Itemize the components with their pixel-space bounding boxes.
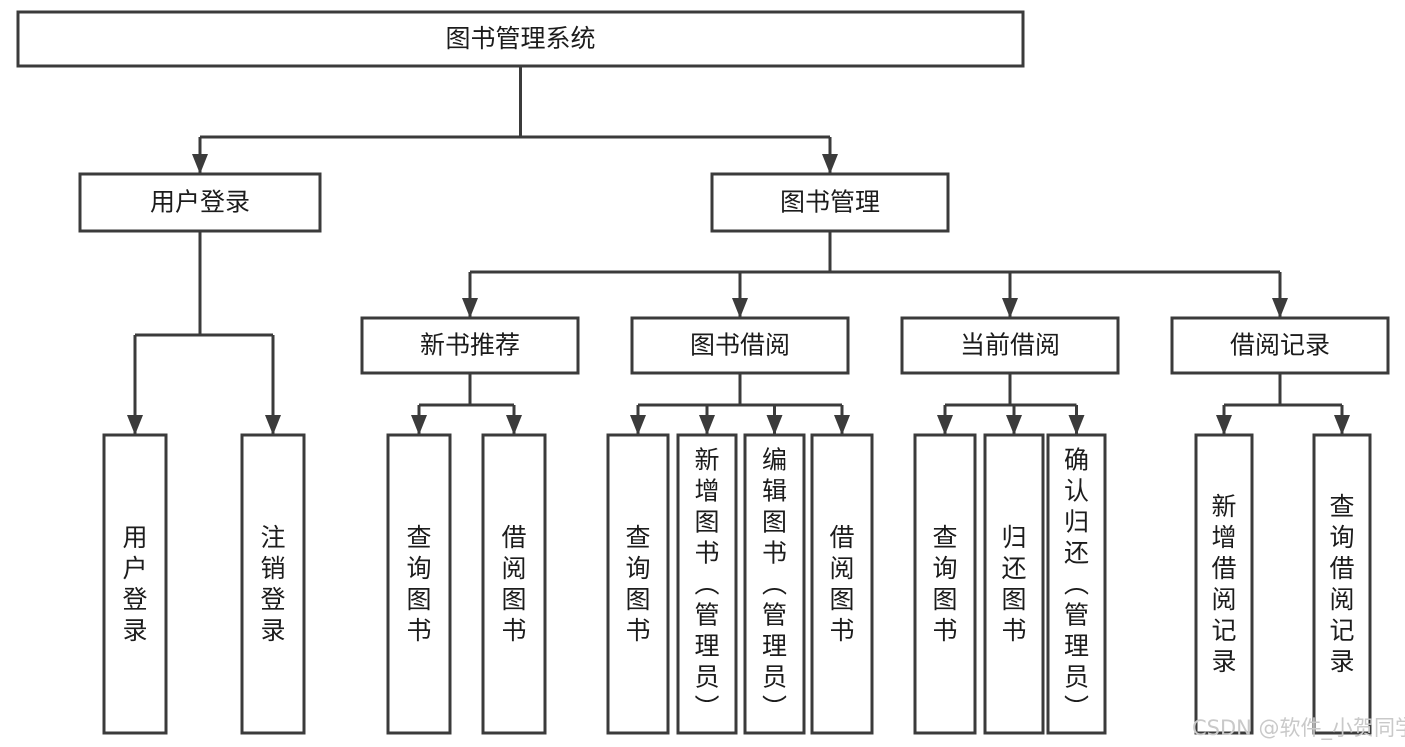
node-leaf-user-login-label: 用户登录 — [122, 523, 147, 645]
node-leaf-query-book-recommend-label: 查询图书 — [406, 523, 431, 645]
node-leaf-logout-label: 注销登录 — [260, 523, 285, 645]
csdn-watermark: CSDN @软件_小贺同学 — [1192, 716, 1405, 741]
node-leaf-confirm-return-admin-label: 确认归还︵管理员︶ — [1064, 446, 1089, 723]
node-leaf-edit-book-admin[interactable]: 编辑图书︵管理员︶ — [743, 433, 806, 735]
node-leaf-query-book-borrow-label: 查询图书 — [625, 523, 650, 645]
node-borrow-record-label: 借阅记录 — [1230, 331, 1330, 360]
root-bus-arrow-1 — [822, 154, 838, 174]
node-leaf-borrow-book-recommend-box[interactable] — [481, 433, 547, 735]
node-leaf-logout[interactable]: 注销登录 — [240, 433, 306, 735]
node-leaf-confirm-return-admin[interactable]: 确认归还︵管理员︶ — [1046, 433, 1107, 735]
new-book-recommend-bus-arrow-0 — [411, 415, 427, 435]
node-book-borrow-label: 图书借阅 — [690, 331, 790, 360]
node-leaf-return-book[interactable]: 归还图书 — [983, 433, 1045, 735]
node-leaf-return-book-box[interactable] — [983, 433, 1045, 735]
node-leaf-query-book-current[interactable]: 查询图书 — [913, 433, 977, 735]
node-leaf-query-book-borrow[interactable]: 查询图书 — [606, 433, 670, 735]
node-leaf-user-login[interactable]: 用户登录 — [102, 433, 168, 735]
node-layer: 图书管理系统用户登录图书管理新书推荐图书借阅当前借阅借阅记录用户登录注销登录查询… — [16, 10, 1390, 735]
node-leaf-query-book-current-box[interactable] — [913, 433, 977, 735]
node-book-management-label: 图书管理 — [780, 188, 880, 217]
node-new-book-recommend-label: 新书推荐 — [420, 331, 520, 360]
book-borrow-bus-arrow-2 — [766, 415, 783, 435]
node-leaf-borrow-book-recommend[interactable]: 借阅图书 — [481, 433, 547, 735]
node-user-login[interactable]: 用户登录 — [78, 172, 322, 233]
current-borrow-bus-arrow-1 — [1006, 415, 1022, 435]
node-leaf-query-book-borrow-box[interactable] — [606, 433, 670, 735]
node-borrow-record[interactable]: 借阅记录 — [1170, 316, 1390, 375]
node-leaf-edit-book-admin-box[interactable] — [743, 433, 806, 735]
node-leaf-borrow-book-recommend-label: 借阅图书 — [501, 523, 526, 645]
node-user-login-label: 用户登录 — [150, 188, 250, 217]
book-management-bus-arrow-1 — [732, 298, 748, 318]
user-login-bus-arrow-0 — [127, 415, 143, 435]
node-leaf-query-borrow-record[interactable]: 查询借阅记录 — [1312, 433, 1372, 735]
node-leaf-return-book-label: 归还图书 — [1001, 523, 1026, 645]
node-root-box[interactable] — [16, 10, 1025, 68]
current-borrow-bus-arrow-2 — [1068, 415, 1085, 435]
borrow-record-bus-arrow-1 — [1334, 415, 1350, 435]
node-current-borrow[interactable]: 当前借阅 — [900, 316, 1120, 375]
node-leaf-borrow-book[interactable]: 借阅图书 — [810, 433, 874, 735]
node-leaf-add-borrow-record[interactable]: 新增借阅记录 — [1194, 433, 1254, 735]
book-management-bus-arrow-0 — [462, 298, 478, 318]
node-book-borrow[interactable]: 图书借阅 — [630, 316, 850, 375]
node-borrow-record-box[interactable] — [1170, 316, 1390, 375]
node-leaf-query-borrow-record-label: 查询借阅记录 — [1329, 492, 1354, 676]
book-borrow-bus-arrow-3 — [834, 415, 850, 435]
node-leaf-confirm-return-admin-box[interactable] — [1046, 433, 1107, 735]
node-leaf-query-book-current-label: 查询图书 — [932, 523, 957, 645]
current-borrow-bus-arrow-0 — [937, 415, 953, 435]
node-current-borrow-box[interactable] — [900, 316, 1120, 375]
book-borrow-bus-arrow-1 — [699, 415, 715, 435]
node-leaf-edit-book-admin-label: 编辑图书︵管理员︶ — [762, 446, 787, 723]
node-leaf-add-book-admin[interactable]: 新增图书︵管理员︶ — [676, 433, 738, 735]
node-leaf-add-borrow-record-label: 新增借阅记录 — [1211, 492, 1236, 676]
book-borrow-bus-arrow-0 — [630, 415, 646, 435]
node-book-borrow-box[interactable] — [630, 316, 850, 375]
node-new-book-recommend-box[interactable] — [360, 316, 580, 375]
node-leaf-borrow-book-box[interactable] — [810, 433, 874, 735]
new-book-recommend-bus-arrow-1 — [506, 415, 522, 435]
node-new-book-recommend[interactable]: 新书推荐 — [360, 316, 580, 375]
node-user-login-box[interactable] — [78, 172, 322, 233]
node-leaf-add-borrow-record-box[interactable] — [1194, 433, 1254, 735]
root-bus-arrow-0 — [192, 154, 208, 174]
node-root[interactable]: 图书管理系统 — [16, 10, 1025, 68]
node-leaf-query-book-recommend[interactable]: 查询图书 — [386, 433, 452, 735]
user-login-bus-arrow-1 — [265, 415, 281, 435]
node-leaf-query-borrow-record-box[interactable] — [1312, 433, 1372, 735]
node-leaf-add-book-admin-box[interactable] — [676, 433, 738, 735]
book-management-bus-arrow-3 — [1272, 298, 1288, 318]
node-current-borrow-label: 当前借阅 — [960, 331, 1060, 360]
node-root-label: 图书管理系统 — [445, 24, 595, 53]
node-leaf-logout-box[interactable] — [240, 433, 306, 735]
node-leaf-query-book-recommend-box[interactable] — [386, 433, 452, 735]
connector-layer — [127, 66, 1350, 435]
node-book-management[interactable]: 图书管理 — [710, 172, 950, 233]
node-leaf-borrow-book-label: 借阅图书 — [829, 523, 854, 645]
borrow-record-bus-arrow-0 — [1216, 415, 1232, 435]
node-leaf-user-login-box[interactable] — [102, 433, 168, 735]
node-book-management-box[interactable] — [710, 172, 950, 233]
book-management-bus-arrow-2 — [1002, 298, 1018, 318]
node-leaf-add-book-admin-label: 新增图书︵管理员︶ — [694, 446, 719, 723]
